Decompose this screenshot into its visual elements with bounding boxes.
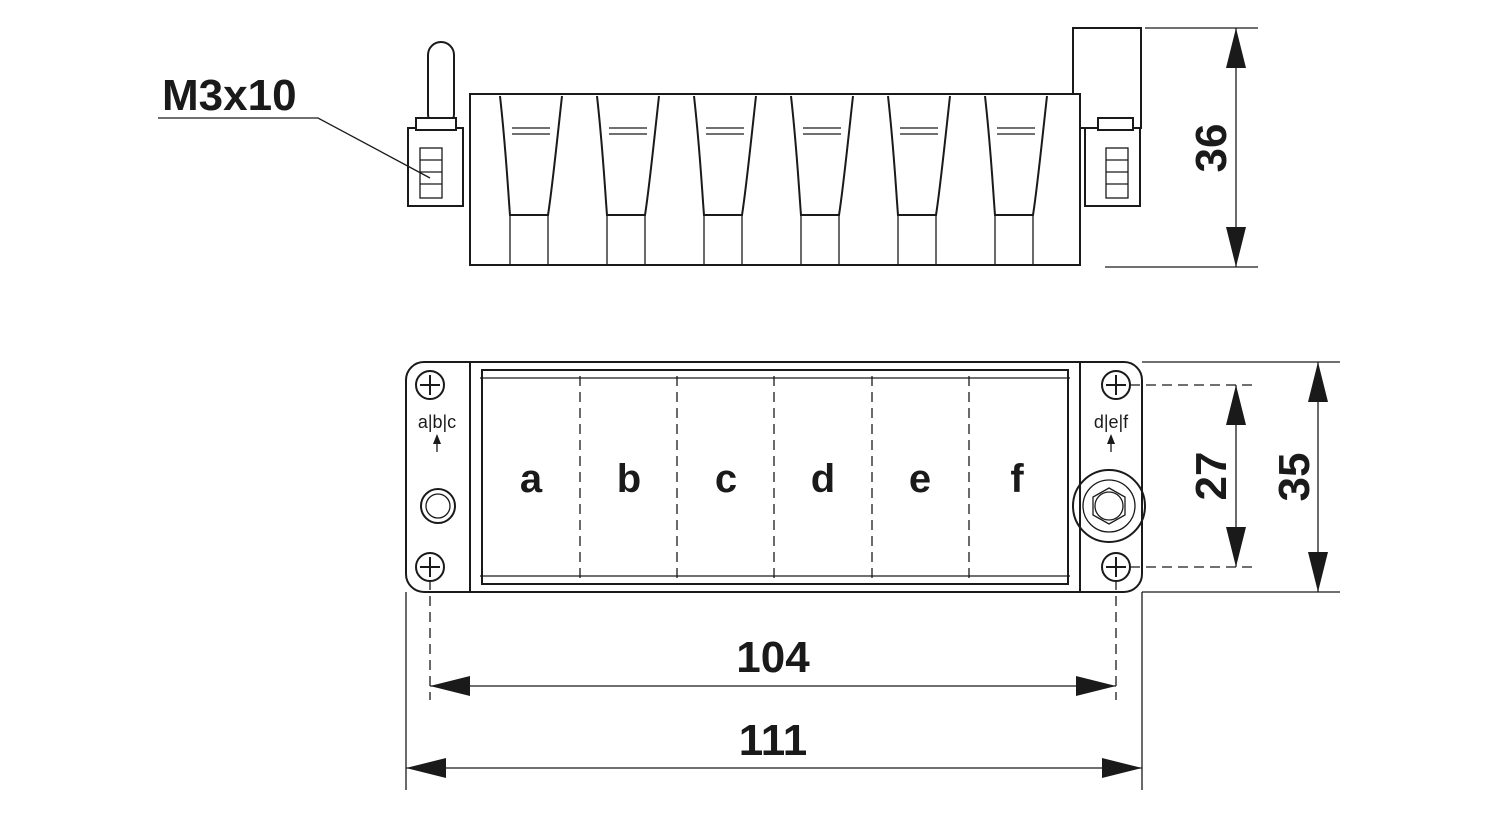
dim-inner-height: 27	[1187, 385, 1246, 567]
screw-top-left-icon	[415, 370, 445, 400]
insert-area	[469, 361, 1081, 593]
module-label-e: e	[909, 457, 931, 501]
side-housing	[469, 93, 1081, 266]
screw-top-right-icon	[1101, 370, 1131, 400]
right-screw-icon	[1105, 147, 1129, 199]
dim-inner-height-label: 27	[1187, 452, 1236, 501]
dim-side-height-label: 36	[1187, 124, 1236, 173]
locking-nut-icon	[1072, 469, 1146, 543]
side-marker-left: a|b|c	[418, 412, 456, 432]
top-view: a b c d e f	[405, 361, 1258, 700]
dim-outer-width-label: 111	[739, 716, 808, 765]
left-screw-bracket	[407, 127, 464, 207]
screw-bottom-left-icon	[415, 552, 445, 582]
dim-outer-height: 35	[1142, 361, 1340, 593]
module-label-f: f	[1010, 457, 1024, 501]
screw-callout-label: M3x10	[162, 71, 297, 120]
right-post	[1072, 27, 1142, 129]
module-label-a: a	[520, 457, 543, 501]
side-view: M3x10 36	[158, 27, 1258, 268]
dim-inner-width: 104	[430, 633, 1116, 696]
vent-hole-icon	[420, 488, 456, 524]
module-label-d: d	[811, 457, 835, 501]
module-label-c: c	[715, 457, 737, 501]
dim-outer-width: 111	[405, 592, 1143, 790]
locking-pin	[427, 41, 455, 128]
dim-outer-height-label: 35	[1270, 453, 1319, 502]
right-screw-bracket	[1084, 127, 1141, 207]
dim-side-height: 36	[1105, 27, 1258, 268]
side-marker-right: d|e|f	[1094, 412, 1129, 432]
dim-inner-width-label: 104	[736, 633, 810, 682]
screw-bottom-right-icon	[1101, 552, 1131, 582]
screw-callout-leader	[158, 117, 431, 179]
module-label-b: b	[617, 457, 641, 501]
side-modules	[499, 95, 1048, 266]
